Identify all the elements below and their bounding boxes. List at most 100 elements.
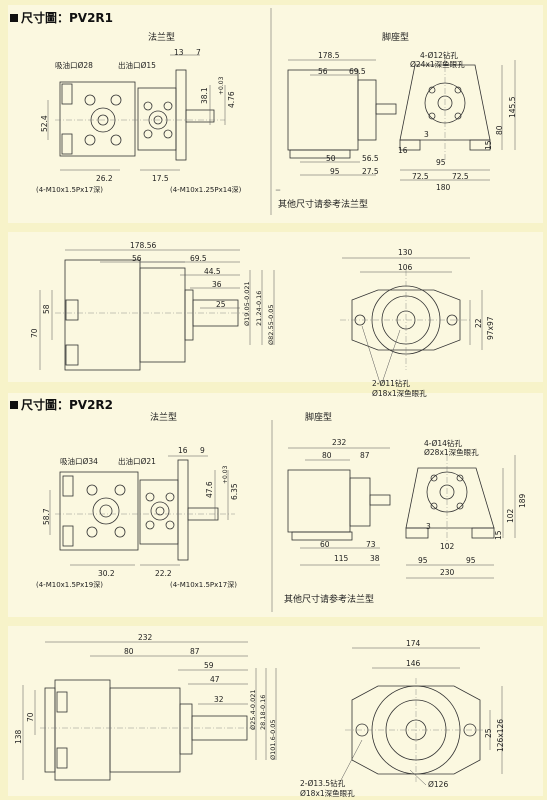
foot-dim-69-5: 69.5 [349,67,366,76]
foot2-spotface-label: Ø28x1深鱼眼孔 [424,448,479,457]
shaft-dim-36: 36 [212,280,222,289]
dim-30-2: 30.2 [98,569,115,578]
shaft-dim-21-24: 21.24-0.16 [255,290,263,326]
shaft2-dim-32: 32 [214,695,224,704]
suction-port-label-2: 吸油口Ø34 [60,457,98,466]
end-dim-106: 106 [398,263,413,272]
end2-dim-146: 146 [406,659,421,668]
bullet-square-icon [10,14,18,22]
dim-tolerance: +0.03 [218,76,225,95]
foot2-dim-230: 230 [440,568,455,577]
foot2-holes-label: 4-Ø14钻孔 [424,439,462,448]
foot-spotface-label: Ø24x1深鱼眼孔 [410,60,465,69]
foot-dim-15: 15 [484,140,493,150]
shaft2-dim-28-18: 28.18-0.16 [259,694,267,730]
foot2-dim-102-v: 102 [506,508,515,523]
foot2-dim-115: 115 [334,554,349,563]
foot-dim-80: 80 [495,125,504,135]
shaft2-dim-47: 47 [210,675,220,684]
outlet-port-label: 出油口Ø15 [118,61,156,70]
foot2-dim-3: 3 [426,522,431,531]
foot2-dim-73: 73 [366,540,376,549]
dim-7: 7 [196,48,201,57]
foot-type-label-2: 脚座型 [305,413,333,423]
shaft2-dim-59: 59 [204,661,214,670]
foot-dim-50: 50 [326,154,336,163]
foot-dim-178-5: 178.5 [318,51,340,60]
end2-dim-126x126: 126x126 [496,718,505,752]
shaft-dim-44-5: 44.5 [204,267,221,276]
foot-dim-72-5-b: 72.5 [452,172,469,181]
title-pv2r1-text: 尺寸圖：PV2R1 [21,11,114,25]
flange-type-label-2: 法兰型 [150,413,178,423]
flange-type-label: 法兰型 [148,33,176,43]
end2-holes-label: 2-Ø13.5钻孔 [300,779,346,788]
title-pv2r2-text: 尺寸圖：PV2R2 [21,398,114,412]
reference-note: 其他尺寸请参考法兰型 [278,200,369,210]
dim-13: 13 [174,48,184,57]
shaft2-dim-232: 232 [138,633,153,642]
foot-dim-56-5: 56.5 [362,154,379,163]
foot2-dim-95-b: 95 [466,556,476,565]
foot-dim-95: 95 [330,167,340,176]
foot-dim-145-5: 145.5 [508,96,517,118]
dim-17-5: 17.5 [152,174,169,183]
shaft-dim-178-56: 178.56 [130,241,157,250]
foot-dim-180: 180 [436,183,451,192]
title-pv2r1: 尺寸圖：PV2R1 [10,9,113,26]
foot2-dim-87: 87 [360,451,370,460]
foot-type-label: 脚座型 [382,33,410,43]
thread-note-right: (4-M10x1.25Px14深) [170,186,242,194]
dim-58-7: 58.7 [42,508,51,525]
dim-52-4: 52.4 [40,115,49,132]
end-spotface-label: Ø18x1深鱼眼孔 [372,389,427,398]
shaft-dim-19-05: Ø19.05-0.021 [243,281,251,326]
shaft2-dim-87: 87 [190,647,200,656]
dim-47-6: 47.6 [205,481,214,498]
shaft2-dim-80: 80 [124,647,134,656]
dim-9: 9 [200,446,205,455]
end2-spotface-label: Ø18x1深鱼眼孔 [300,789,355,798]
reference-note-2: 其他尺寸请参考法兰型 [284,595,375,605]
foot-dim-3: 3 [424,130,429,139]
suction-port-label: 吸油口Ø28 [55,61,93,70]
foot2-dim-38: 38 [370,554,380,563]
title-pv2r2: 尺寸圖：PV2R2 [10,396,113,413]
end2-dim-174: 174 [406,639,421,648]
dim-22-2: 22.2 [155,569,172,578]
dim-16: 16 [178,446,188,455]
panel-pv2r2-top [8,393,543,617]
dim-4-76: 4.76 [227,91,236,108]
foot2-dim-232: 232 [332,438,347,447]
dim-6-35: 6.35 [230,483,239,500]
foot2-dim-189: 189 [518,493,527,508]
thread-note-left-2: (4-M10x1.5Px19深) [36,581,103,589]
panel-pv2r2-bottom [8,626,543,796]
end-dim-130: 130 [398,248,413,257]
foot2-dim-102: 102 [440,542,455,551]
shaft-dim-56: 56 [132,254,142,263]
bullet-square-icon [10,401,18,409]
end-dim-22: 22 [474,318,483,328]
thread-note-right-2: (4-M10x1.5Px17深) [170,581,237,589]
shaft-dim-82-55: Ø82.55-0.05 [267,304,275,345]
foot-dim-16: 16 [398,146,408,155]
shaft2-dim-70: 70 [26,712,35,722]
foot-dim-27-5: 27.5 [362,167,379,176]
panel-pv2r1-top [8,5,543,223]
end2-dim-126: Ø126 [428,780,449,789]
shaft-dim-70: 70 [30,328,39,338]
end-holes-label: 2-Ø11钻孔 [372,379,410,388]
shaft2-dim-101-6: Ø101.6-0.05 [269,719,277,760]
panel-pv2r1-bottom [8,232,543,382]
shaft-dim-25: 25 [216,300,226,309]
shaft2-dim-25-4: Ø25.4-0.021 [249,689,257,730]
foot-dim-72-5-a: 72.5 [412,172,429,181]
shaft-dim-69-5: 69.5 [190,254,207,263]
shaft2-dim-138: 138 [14,729,23,744]
foot2-dim-15: 15 [494,530,503,540]
shaft-dim-58: 58 [42,304,51,314]
dim-26-2: 26.2 [96,174,113,183]
foot2-dim-80: 80 [322,451,332,460]
